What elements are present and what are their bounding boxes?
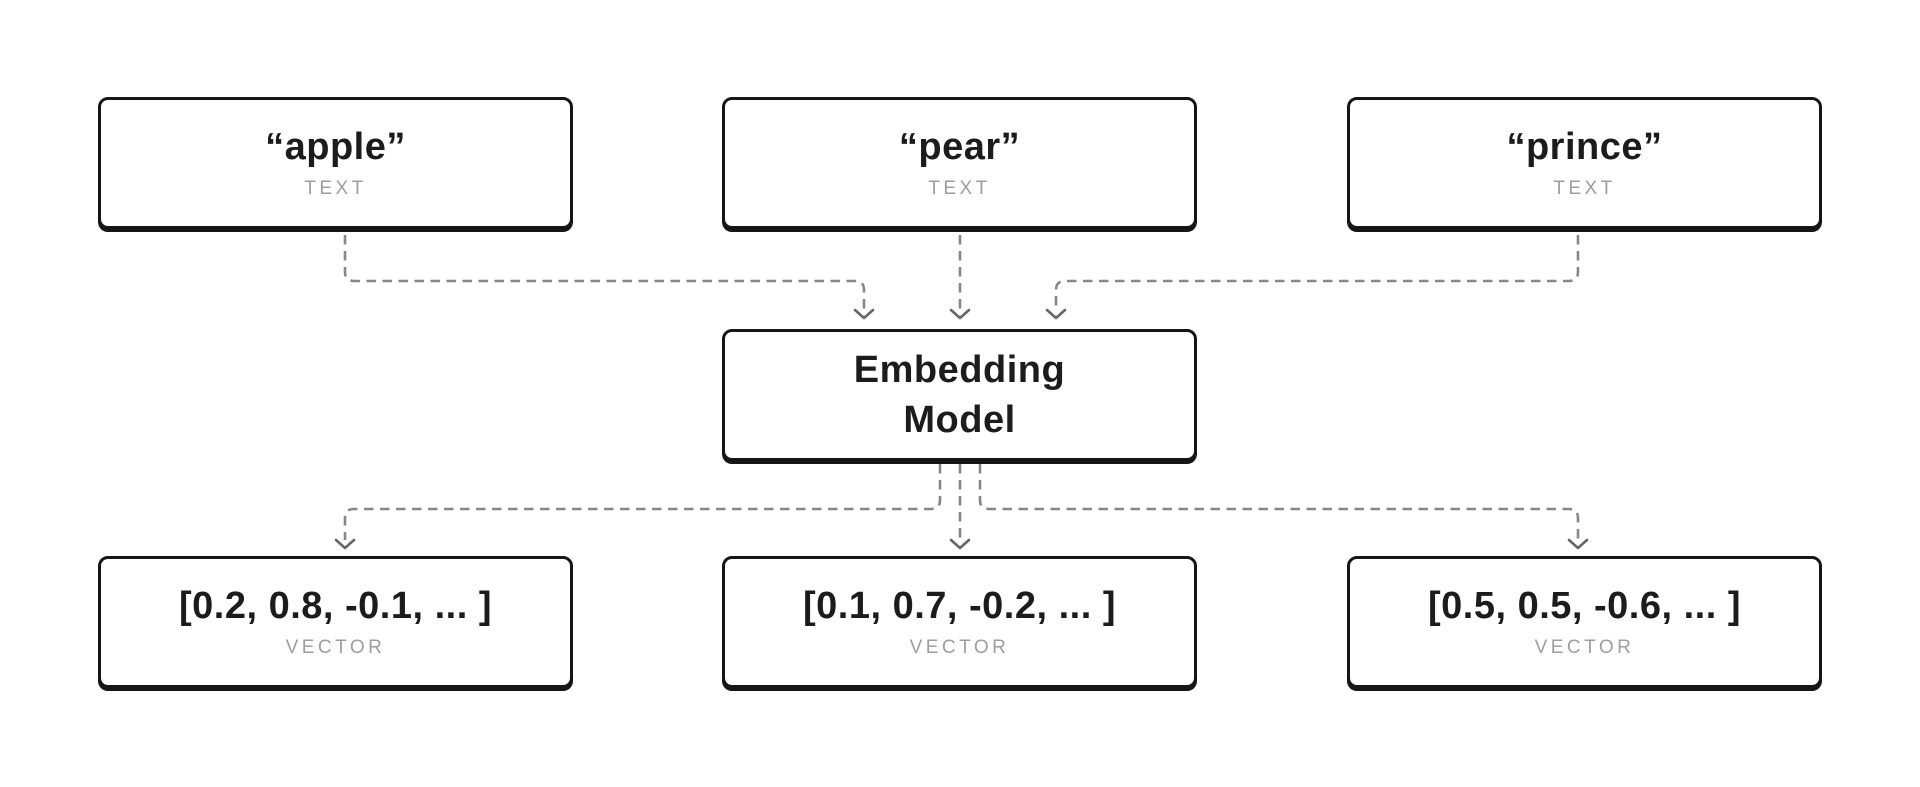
arrowhead-model-to-vector-prince bbox=[1567, 538, 1589, 550]
arrowhead-model-to-vector-pear bbox=[949, 538, 971, 550]
embedding-model-node: Embedding Model bbox=[722, 329, 1197, 461]
arrowhead-model-to-vector-apple bbox=[334, 538, 356, 550]
edge-apple-to-model bbox=[343, 235, 866, 310]
input-node-prince: “prince” TEXT bbox=[1347, 97, 1822, 229]
node-title: “pear” bbox=[898, 126, 1021, 168]
arrowhead-prince-to-model bbox=[1045, 308, 1067, 320]
node-title: “apple” bbox=[265, 126, 406, 168]
edge-model-to-vector-prince bbox=[978, 464, 1580, 540]
node-title: “prince” bbox=[1506, 126, 1663, 168]
node-title: [0.5, 0.5, -0.6, ... ] bbox=[1427, 585, 1741, 627]
node-title: [0.2, 0.8, -0.1, ... ] bbox=[178, 585, 492, 627]
output-node-vector-prince: [0.5, 0.5, -0.6, ... ] VECTOR bbox=[1347, 556, 1822, 688]
node-type-label: TEXT bbox=[1553, 178, 1616, 199]
arrowhead-pear-to-model bbox=[949, 308, 971, 320]
node-title: [0.1, 0.7, -0.2, ... ] bbox=[802, 585, 1116, 627]
node-type-label: TEXT bbox=[928, 178, 991, 199]
edge-model-to-vector-apple bbox=[343, 464, 942, 540]
arrowhead-apple-to-model bbox=[853, 308, 875, 320]
edge-prince-to-model bbox=[1054, 235, 1580, 310]
model-title-line1: Embedding bbox=[853, 349, 1066, 391]
output-node-vector-apple: [0.2, 0.8, -0.1, ... ] VECTOR bbox=[98, 556, 573, 688]
input-node-apple: “apple” TEXT bbox=[98, 97, 573, 229]
model-title-line2: Model bbox=[903, 399, 1016, 441]
node-type-label: VECTOR bbox=[1534, 637, 1635, 658]
output-node-vector-pear: [0.1, 0.7, -0.2, ... ] VECTOR bbox=[722, 556, 1197, 688]
node-type-label: VECTOR bbox=[285, 637, 386, 658]
node-type-label: TEXT bbox=[304, 178, 367, 199]
node-type-label: VECTOR bbox=[909, 637, 1010, 658]
input-node-pear: “pear” TEXT bbox=[722, 97, 1197, 229]
